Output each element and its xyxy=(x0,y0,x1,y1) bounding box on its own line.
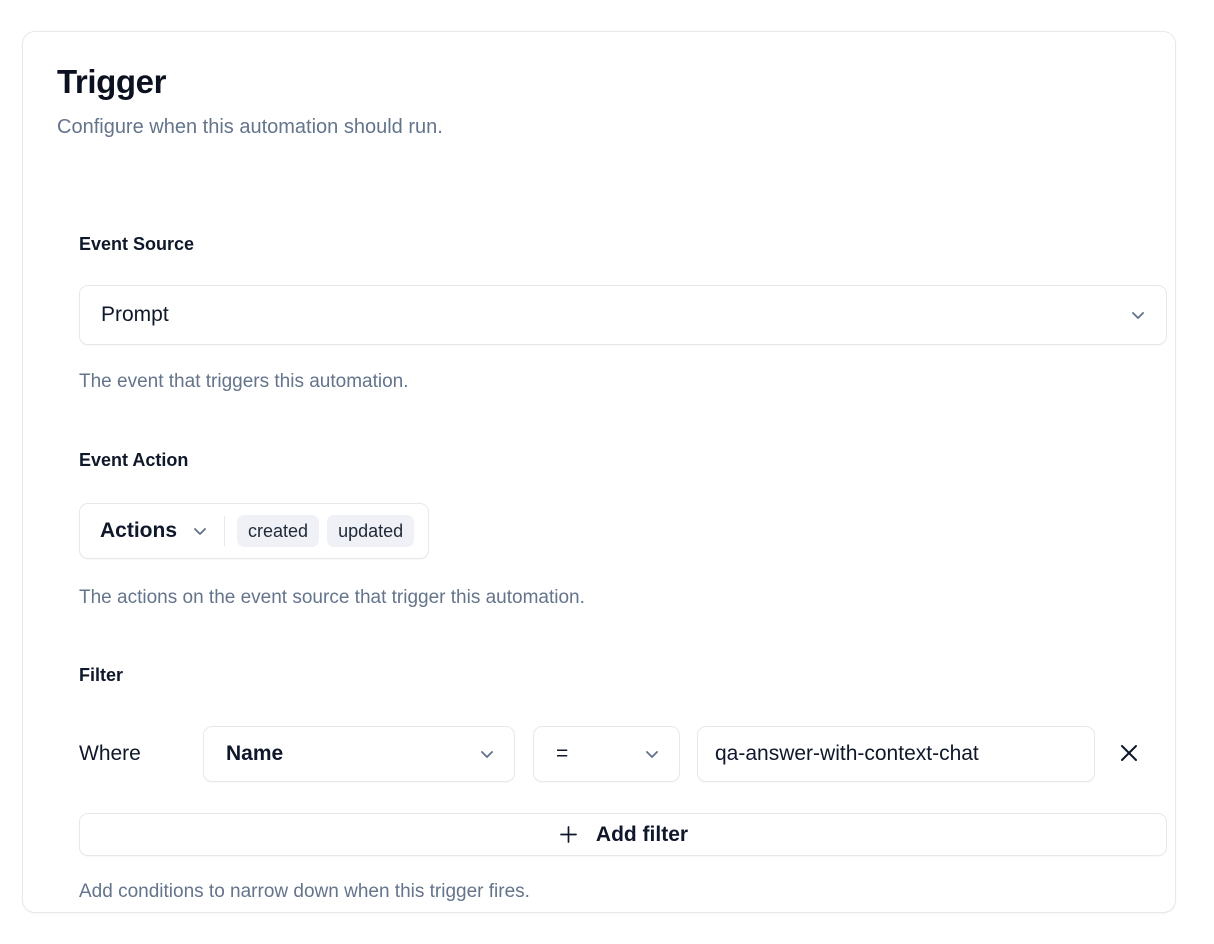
filter-operator-select[interactable]: = xyxy=(533,726,680,782)
event-action-badges: created updated xyxy=(237,515,415,547)
remove-filter-button[interactable] xyxy=(1107,732,1151,776)
trigger-card: Trigger Configure when this automation s… xyxy=(22,31,1176,913)
event-source-label: Event Source xyxy=(79,234,195,254)
filter-label: Filter xyxy=(79,665,124,685)
chevron-down-icon xyxy=(190,521,210,541)
status-badge[interactable]: created xyxy=(237,515,320,547)
filter-row: Where Name = qa-answer-with-context-chat xyxy=(79,726,1167,782)
chevron-down-icon xyxy=(642,744,662,764)
event-action-help: The actions on the event source that tri… xyxy=(79,587,585,608)
page-subtitle: Configure when this automation should ru… xyxy=(57,115,443,138)
add-filter-label: Add filter xyxy=(595,822,689,846)
event-source-select[interactable]: Prompt xyxy=(79,285,1167,345)
chevron-down-icon xyxy=(477,744,497,764)
chevron-down-icon xyxy=(1128,305,1148,325)
plus-icon xyxy=(558,824,579,845)
filter-field-select[interactable]: Name xyxy=(203,726,515,782)
where-label: Where xyxy=(79,742,141,765)
event-source-value: Prompt xyxy=(101,303,169,326)
filter-value-text: qa-answer-with-context-chat xyxy=(715,742,979,765)
filter-operator-value: = xyxy=(556,742,569,765)
event-source-help: The event that triggers this automation. xyxy=(79,371,409,392)
close-icon xyxy=(1118,742,1140,767)
event-action-dropdown[interactable]: Actions xyxy=(100,519,224,543)
event-action-label: Event Action xyxy=(79,450,189,470)
status-badge[interactable]: updated xyxy=(327,515,415,547)
add-filter-button[interactable]: Add filter xyxy=(79,813,1167,856)
filter-help: Add conditions to narrow down when this … xyxy=(79,881,530,902)
page-title: Trigger xyxy=(57,63,167,100)
event-action-control: Actions created updated xyxy=(79,503,430,559)
filter-field-value: Name xyxy=(226,742,284,765)
event-action-dropdown-label: Actions xyxy=(100,519,178,542)
filter-value-input[interactable]: qa-answer-with-context-chat xyxy=(697,726,1095,782)
divider xyxy=(224,516,226,546)
